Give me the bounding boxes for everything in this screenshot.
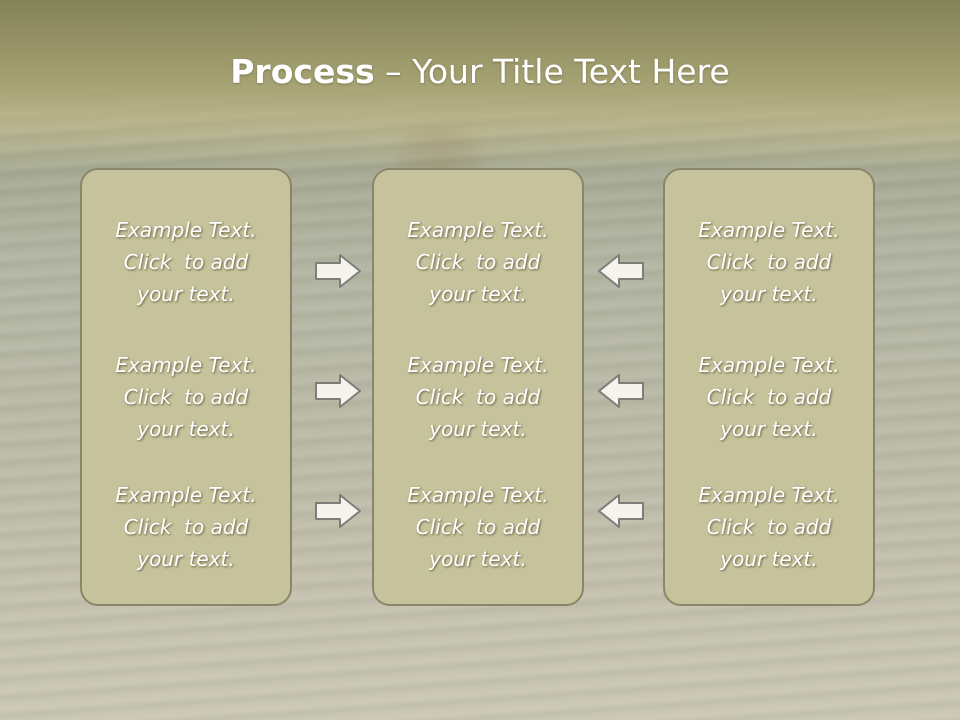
- text-placeholder[interactable]: Example Text. Click to add your text.: [698, 353, 840, 441]
- arrow-left-icon: [597, 372, 645, 410]
- text-placeholder[interactable]: Example Text. Click to add your text.: [407, 353, 549, 441]
- text-placeholder[interactable]: Example Text. Click to add your text.: [115, 353, 257, 441]
- process-box-center[interactable]: Example Text. Click to add your text. Ex…: [372, 168, 584, 606]
- arrow-left-icon: [597, 252, 645, 290]
- title-band: [0, 0, 960, 135]
- title-rest: – Your Title Text Here: [374, 52, 730, 91]
- title-strong: Process: [230, 52, 375, 91]
- arrow-right-icon: [314, 252, 362, 290]
- process-box-left[interactable]: Example Text. Click to add your text. Ex…: [80, 168, 292, 606]
- text-placeholder[interactable]: Example Text. Click to add your text.: [698, 218, 840, 306]
- text-placeholder[interactable]: Example Text. Click to add your text.: [115, 483, 257, 571]
- slide-title[interactable]: Process – Your Title Text Here: [0, 52, 960, 91]
- arrow-right-icon: [314, 372, 362, 410]
- text-placeholder[interactable]: Example Text. Click to add your text.: [698, 483, 840, 571]
- process-box-right[interactable]: Example Text. Click to add your text. Ex…: [663, 168, 875, 606]
- text-placeholder[interactable]: Example Text. Click to add your text.: [407, 483, 549, 571]
- text-placeholder[interactable]: Example Text. Click to add your text.: [407, 218, 549, 306]
- text-placeholder[interactable]: Example Text. Click to add your text.: [115, 218, 257, 306]
- arrow-left-icon: [597, 492, 645, 530]
- arrow-right-icon: [314, 492, 362, 530]
